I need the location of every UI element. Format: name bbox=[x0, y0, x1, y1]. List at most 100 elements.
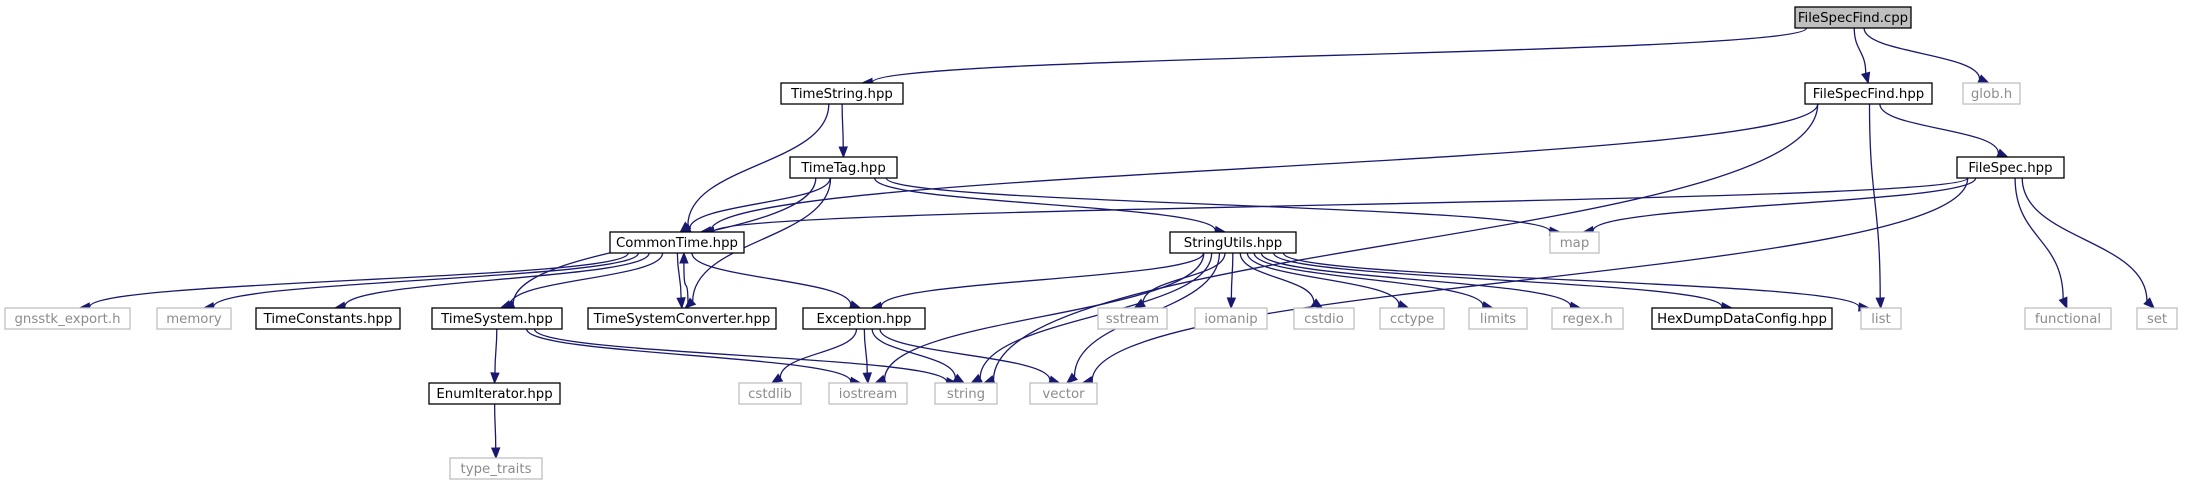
node-string[interactable]: string bbox=[934, 382, 998, 405]
node-box bbox=[609, 231, 745, 254]
edge-line bbox=[1230, 252, 1234, 299]
edge-line bbox=[1592, 177, 1977, 231]
edge-filespecfind-cpp-to-glob-h bbox=[1863, 27, 1990, 84]
node-label: cctype bbox=[1390, 312, 1434, 327]
edge-timestring-hpp-to-timetag-hpp bbox=[838, 103, 848, 159]
node-sstream[interactable]: sstream bbox=[1097, 307, 1168, 330]
node-iostream[interactable]: iostream bbox=[828, 382, 908, 405]
edge-stringutils-hpp-to-exception-hpp bbox=[870, 252, 1205, 311]
edge-line bbox=[1868, 103, 1881, 299]
node-set[interactable]: set bbox=[2136, 307, 2178, 330]
node-timestring-hpp[interactable]: TimeString.hpp bbox=[780, 82, 904, 105]
node-box bbox=[587, 307, 777, 330]
node-box bbox=[1860, 307, 1902, 330]
node-regex-h[interactable]: regex.h bbox=[1551, 307, 1624, 330]
edge-stringutils-hpp-to-cstdio bbox=[1239, 252, 1324, 309]
node-exception-hpp[interactable]: Exception.hpp bbox=[802, 307, 926, 330]
node-box bbox=[1804, 82, 1933, 105]
edge-filespec-hpp-to-commontime-hpp bbox=[702, 177, 1969, 237]
edge-line bbox=[88, 252, 629, 308]
node-label: FileSpecFind.hpp bbox=[1813, 87, 1924, 102]
node-cctype[interactable]: cctype bbox=[1379, 307, 1445, 330]
edge-line bbox=[212, 252, 640, 308]
node-box bbox=[802, 307, 926, 330]
node-cstdlib[interactable]: cstdlib bbox=[738, 382, 802, 405]
node-timesystem-hpp[interactable]: TimeSystem.hpp bbox=[431, 307, 563, 330]
edge-line bbox=[880, 252, 1205, 307]
edge-arrowhead bbox=[490, 447, 501, 460]
edge-line bbox=[1879, 103, 2000, 154]
node-label: TimeTag.hpp bbox=[800, 161, 886, 176]
node-box bbox=[4, 307, 131, 330]
node-timetag-hpp[interactable]: TimeTag.hpp bbox=[789, 156, 898, 179]
node-box bbox=[255, 307, 401, 330]
edge-stringutils-hpp-to-string bbox=[970, 252, 1213, 384]
node-iomanip[interactable]: iomanip bbox=[1194, 307, 1268, 330]
edge-arrowhead bbox=[862, 372, 872, 385]
node-gnsstk-export-h[interactable]: gnsstk_export.h bbox=[4, 307, 131, 330]
edge-line bbox=[779, 328, 858, 378]
node-box bbox=[1551, 307, 1624, 330]
node-type-traits[interactable]: type_traits bbox=[449, 457, 543, 480]
node-box bbox=[2136, 307, 2178, 330]
edge-timesystem-hpp-to-iostream bbox=[526, 328, 862, 387]
node-vector[interactable]: vector bbox=[1029, 382, 1098, 405]
edge-arrowhead bbox=[676, 297, 686, 310]
edge-line bbox=[1246, 252, 1400, 305]
node-glob-h[interactable]: glob.h bbox=[1962, 82, 2021, 105]
edge-arrowhead bbox=[770, 373, 784, 384]
edge-filespecfind-hpp-to-list bbox=[1868, 103, 1885, 310]
edge-commontime-hpp-to-gnsstk-export-h bbox=[78, 252, 629, 312]
node-box bbox=[1962, 82, 2021, 105]
node-timesystemconverter-hpp[interactable]: TimeSystemConverter.hpp bbox=[587, 307, 777, 330]
node-label: CommonTime.hpp bbox=[616, 236, 738, 251]
node-box bbox=[789, 156, 898, 179]
node-stringutils-hpp[interactable]: StringUtils.hpp bbox=[1169, 231, 1297, 254]
node-box bbox=[449, 457, 543, 480]
node-box bbox=[1029, 382, 1098, 405]
edge-line bbox=[493, 403, 497, 449]
node-hexdumpdataconfig-hpp[interactable]: HexDumpDataConfig.hpp bbox=[1651, 307, 1833, 330]
node-list[interactable]: list bbox=[1860, 307, 1902, 330]
node-filespecfind-hpp[interactable]: FileSpecFind.hpp bbox=[1804, 82, 1933, 105]
node-box bbox=[431, 307, 563, 330]
node-box bbox=[1379, 307, 1445, 330]
edge-timesystem-hpp-to-enumiterator-hpp bbox=[490, 328, 500, 385]
edge-line bbox=[713, 177, 1969, 233]
node-commontime-hpp[interactable]: CommonTime.hpp bbox=[609, 231, 745, 254]
edge-arrowhead bbox=[838, 146, 848, 159]
node-limits[interactable]: limits bbox=[1468, 307, 1528, 330]
node-cstdio[interactable]: cstdio bbox=[1293, 307, 1355, 330]
edge-commontime-hpp-to-timeconstants-hpp bbox=[333, 252, 650, 311]
edges-layer bbox=[78, 27, 2156, 460]
node-enumiterator-hpp[interactable]: EnumIterator.hpp bbox=[428, 382, 561, 405]
node-box bbox=[1169, 231, 1297, 254]
edge-arrowhead bbox=[952, 373, 966, 384]
edge-line bbox=[692, 177, 832, 302]
edge-arrowhead bbox=[490, 372, 500, 385]
edge-line bbox=[1853, 27, 1867, 74]
edge-enumiterator-hpp-to-type-traits bbox=[490, 403, 501, 460]
node-label: list bbox=[1871, 312, 1891, 327]
edge-line bbox=[841, 103, 844, 148]
edge-arrowhead bbox=[1310, 298, 1324, 309]
node-map[interactable]: map bbox=[1549, 231, 1600, 254]
node-functional[interactable]: functional bbox=[2024, 307, 2112, 330]
edge-exception-hpp-to-iostream bbox=[862, 328, 872, 385]
edge-commontime-hpp-to-memory bbox=[202, 252, 640, 312]
node-box bbox=[1097, 307, 1168, 330]
edge-line bbox=[509, 252, 664, 305]
node-label: TimeSystem.hpp bbox=[440, 312, 553, 327]
node-memory[interactable]: memory bbox=[156, 307, 232, 330]
edge-line bbox=[992, 103, 1819, 380]
edge-timesystem-hpp-to-string bbox=[533, 328, 958, 387]
edge-line bbox=[1282, 252, 1860, 308]
node-filespec-hpp[interactable]: FileSpec.hpp bbox=[1956, 156, 2065, 179]
edge-arrowhead bbox=[684, 297, 697, 309]
node-label: functional bbox=[2035, 312, 2101, 327]
node-label: regex.h bbox=[1562, 312, 1612, 327]
node-timeconstants-hpp[interactable]: TimeConstants.hpp bbox=[255, 307, 401, 330]
node-box bbox=[1194, 307, 1268, 330]
node-filespecfind-cpp[interactable]: FileSpecFind.cpp bbox=[1794, 6, 1912, 29]
